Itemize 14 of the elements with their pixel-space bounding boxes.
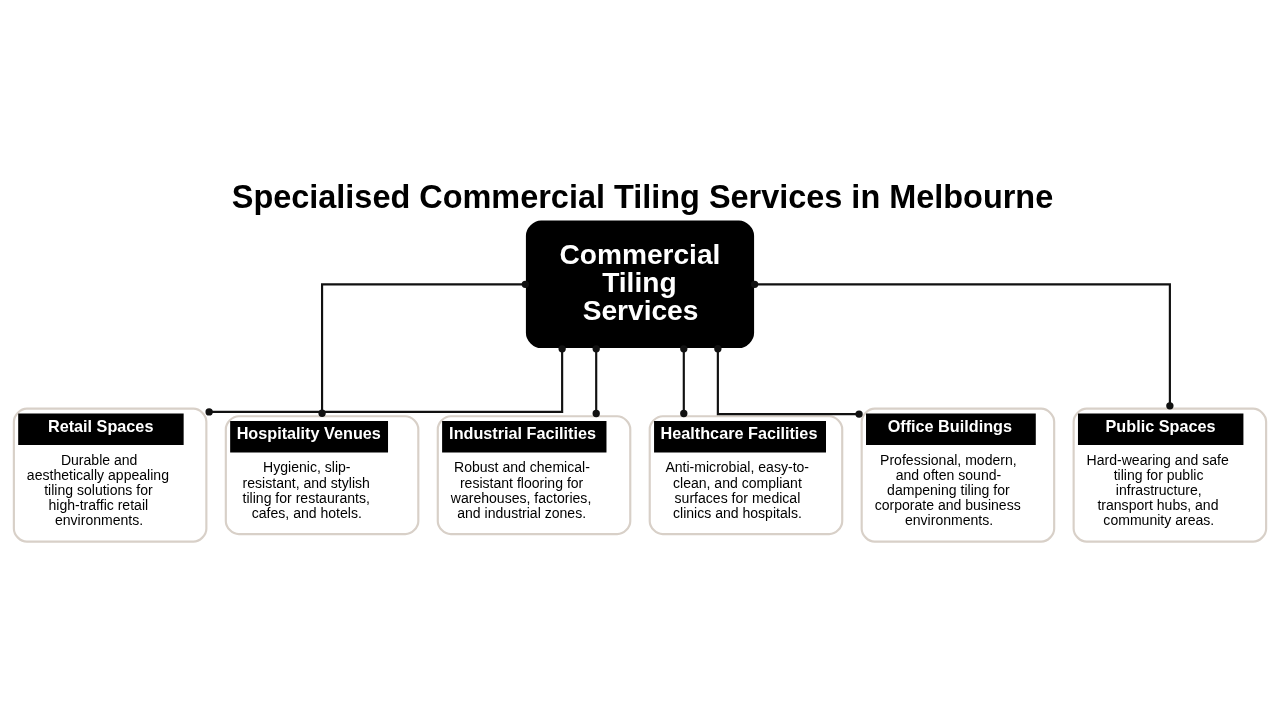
connector — [592, 345, 600, 418]
node-box: Public Spaces Hard-wearing and safe tiling for public infrastructure, transport hubs, and community areas. — [1072, 407, 1268, 543]
node-box: Retail Spaces Durable and aesthetically appealing tiling solutions for high-traffic retail environments. — [12, 407, 208, 543]
node-box: Commercial Tiling Services — [525, 220, 755, 349]
node-box: Hospitality Venues Hygienic, slip-resistant, and stylish tiling for restaurants, cafes, and hotels. — [224, 415, 420, 536]
connector — [205, 345, 566, 416]
node-box: Industrial Facilities Robust and chemical-resistant flooring for warehouses, factories, and industrial zones. — [436, 415, 632, 536]
connector — [750, 280, 1174, 410]
connector — [680, 345, 688, 418]
node-box: Healthcare Facilities Anti-microbial, easy-to-clean, and compliant surfaces for medical clinics and hospitals. — [648, 415, 844, 536]
node-box: Office Buildings Professional, modern, and often sound-dampening tiling for corporate and business environments. — [860, 407, 1056, 543]
diagram-title: Specialised Commercial Tiling Services in Melbourne — [231, 178, 1054, 215]
connector — [318, 280, 529, 417]
connector — [714, 345, 863, 418]
